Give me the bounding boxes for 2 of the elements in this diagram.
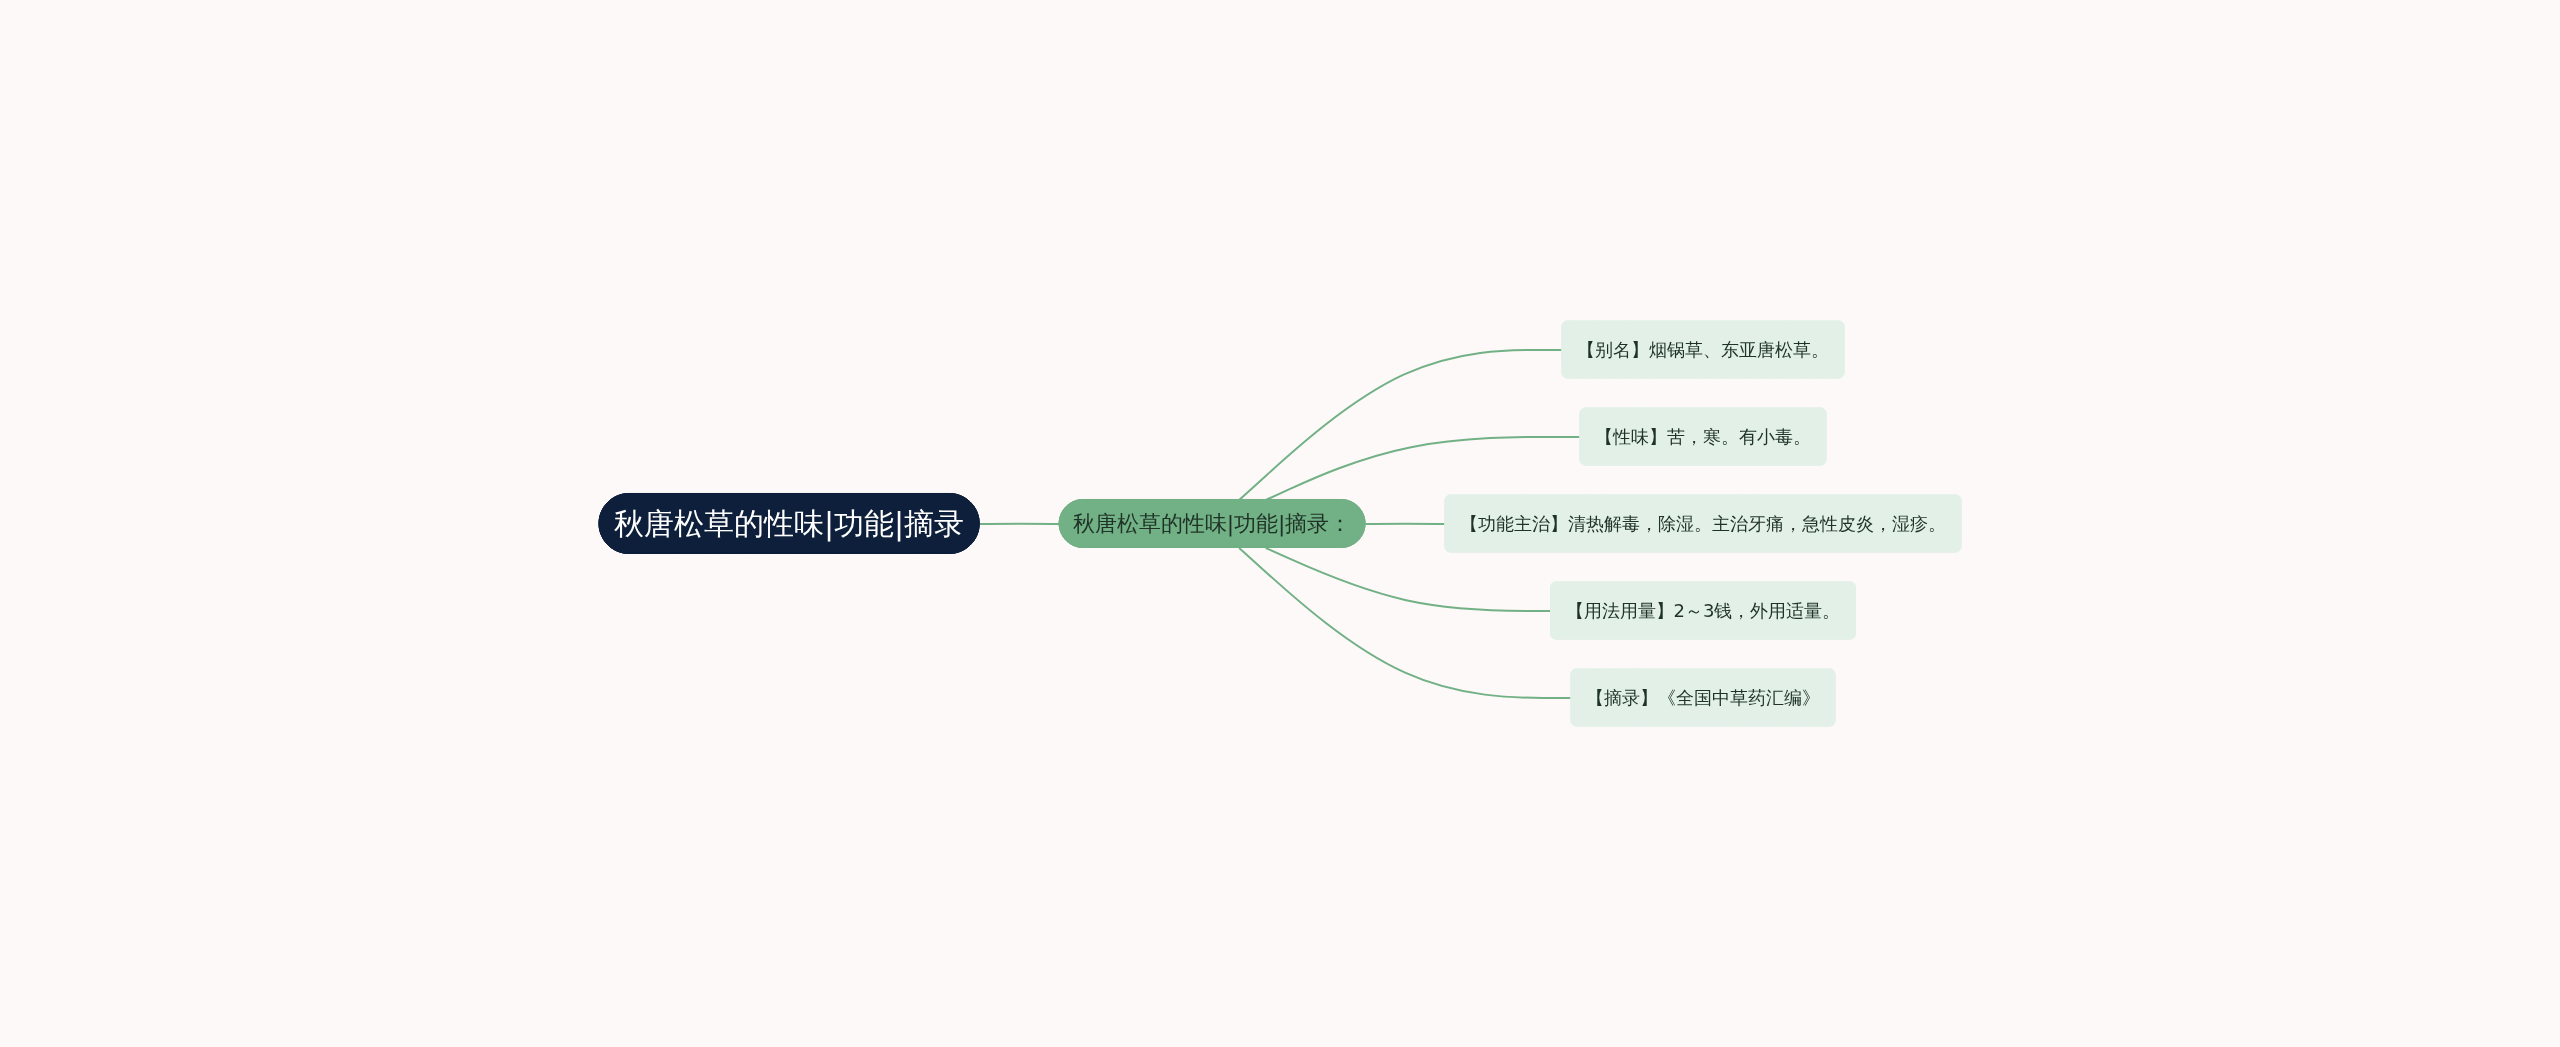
connector xyxy=(978,522,1061,525)
connector xyxy=(1264,547,1552,612)
